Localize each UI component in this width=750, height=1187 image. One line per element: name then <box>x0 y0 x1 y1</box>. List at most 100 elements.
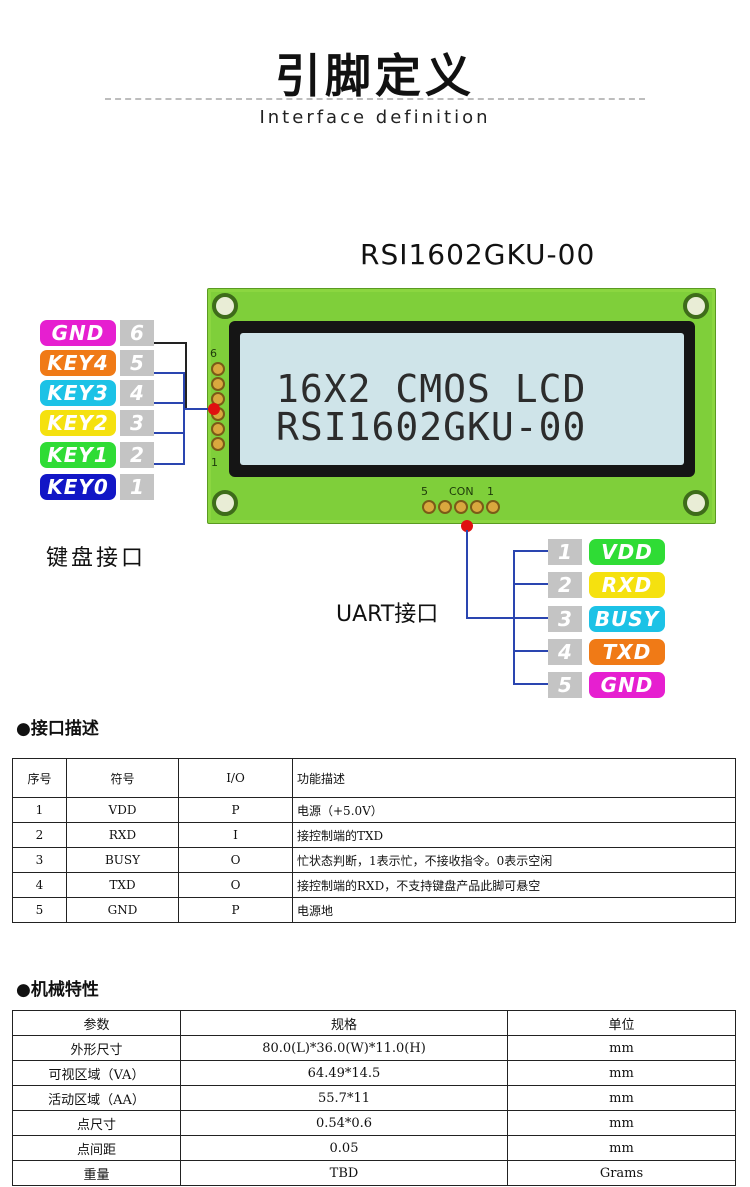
pin-name: VDD <box>601 540 653 564</box>
uart-pin-number: 1 <box>548 539 582 565</box>
table-cell: I <box>178 822 293 848</box>
table-cell: P <box>178 897 293 923</box>
table-row: 2 RXD I 接控制端的TXD <box>12 822 736 848</box>
solder-pad-icon <box>422 500 436 514</box>
keyboard-pin-badge: KEY3 <box>40 380 116 406</box>
pcb-con-pin1-label: 1 <box>487 485 494 498</box>
mounting-hole-icon <box>683 293 709 319</box>
pin-name: GND <box>600 673 654 697</box>
table-cell: mm <box>507 1035 736 1061</box>
wire <box>513 583 548 585</box>
pcb-pin6-label: 6 <box>210 347 217 360</box>
keyboard-pin-badge: KEY0 <box>40 474 116 500</box>
uart-pin-badge: BUSY <box>589 606 665 632</box>
uart-pin-badge: RXD <box>589 572 665 598</box>
pin-name: BUSY <box>594 607 660 631</box>
solder-pad-icon <box>486 500 500 514</box>
table-cell: VDD <box>66 797 179 823</box>
wire <box>183 372 185 465</box>
table-cell: 接控制端的TXD <box>292 822 736 848</box>
wire <box>154 463 184 465</box>
model-name: RSI1602GKU-00 <box>360 238 596 271</box>
uart-pin-badge: GND <box>589 672 665 698</box>
wire <box>154 402 184 404</box>
table-row: 外形尺寸 80.0(L)*36.0(W)*11.0(H) mm <box>12 1035 736 1061</box>
table-cell: TBD <box>180 1160 508 1186</box>
keyboard-pin-badge: KEY4 <box>40 350 116 376</box>
table-cell: 电源地 <box>292 897 736 923</box>
solder-pad-icon <box>454 500 468 514</box>
table-header-row: 参数 规格 单位 <box>12 1010 736 1036</box>
table-cell: 点尺寸 <box>12 1110 181 1136</box>
uart-pin-number: 4 <box>548 639 582 665</box>
keyboard-pin-number: 6 <box>120 320 154 346</box>
table-cell: RXD <box>66 822 179 848</box>
table-row: 5 GND P 电源地 <box>12 897 736 923</box>
solder-pad-icon <box>211 437 225 451</box>
keyboard-pin-number: 1 <box>120 474 154 500</box>
connection-dot-icon <box>208 403 220 415</box>
table-header-row: 序号 符号 I/O 功能描述 <box>12 758 736 798</box>
table-cell: 点间距 <box>12 1135 181 1161</box>
table-cell: 2 <box>12 822 67 848</box>
wire <box>466 617 514 619</box>
table-cell: 3 <box>12 847 67 873</box>
table-cell: 4 <box>12 872 67 898</box>
wire <box>154 432 184 434</box>
uart-pin-number: 3 <box>548 606 582 632</box>
wire <box>154 372 184 374</box>
wire <box>513 683 548 685</box>
wire <box>154 342 186 344</box>
solder-pad-icon <box>470 500 484 514</box>
table-row: 4 TXD O 接控制端的RXD，不支持键盘产品此脚可悬空 <box>12 872 736 898</box>
pin-name: GND <box>51 321 105 345</box>
lcd-line-2: RSI1602GKU-00 <box>276 405 587 449</box>
table-header-cell: 序号 <box>12 758 67 798</box>
wire <box>513 617 548 619</box>
table-cell: O <box>178 847 293 873</box>
keyboard-pin-number: 3 <box>120 410 154 436</box>
interface-table: 序号 符号 I/O 功能描述 1 VDD P 电源（+5.0V） 2 RXD I… <box>12 758 736 923</box>
page-subtitle: Interface definition <box>259 107 491 128</box>
mechanical-section-heading: ●机械特性 <box>16 980 99 1000</box>
table-row: 重量 TBD Grams <box>12 1160 736 1186</box>
wire <box>513 550 548 552</box>
wire <box>513 650 548 652</box>
table-cell: 活动区域（AA） <box>12 1085 181 1111</box>
table-header-cell: 单位 <box>507 1010 736 1036</box>
table-cell: 接控制端的RXD，不支持键盘产品此脚可悬空 <box>292 872 736 898</box>
table-cell: mm <box>507 1085 736 1111</box>
wire <box>466 530 468 618</box>
lcd-line-1: 16X2 CMOS LCD <box>276 367 587 411</box>
uart-interface-label: UART接口 <box>336 602 439 627</box>
keyboard-pin-number: 2 <box>120 442 154 468</box>
table-row: 1 VDD P 电源（+5.0V） <box>12 797 736 823</box>
table-header-cell: 功能描述 <box>292 758 736 798</box>
pin-name: KEY3 <box>47 381 109 405</box>
uart-pin-number: 2 <box>548 572 582 598</box>
table-header-cell: I/O <box>178 758 293 798</box>
title-divider <box>105 98 645 100</box>
table-cell: mm <box>507 1135 736 1161</box>
pin-name: KEY4 <box>47 351 109 375</box>
table-row: 可视区域（VA） 64.49*14.5 mm <box>12 1060 736 1086</box>
solder-pad-icon <box>438 500 452 514</box>
table-cell: 外形尺寸 <box>12 1035 181 1061</box>
table-cell: 可视区域（VA） <box>12 1060 181 1086</box>
wire <box>185 342 187 410</box>
keyboard-pin-badge: KEY2 <box>40 410 116 436</box>
table-row: 活动区域（AA） 55.7*11 mm <box>12 1085 736 1111</box>
keyboard-pin-badge: KEY1 <box>40 442 116 468</box>
mounting-hole-icon <box>683 490 709 516</box>
connection-dot-icon <box>461 520 473 532</box>
table-cell: P <box>178 797 293 823</box>
wire <box>183 408 213 410</box>
solder-pad-icon <box>211 377 225 391</box>
uart-pin-badge: TXD <box>589 639 665 665</box>
table-cell: 80.0(L)*36.0(W)*11.0(H) <box>180 1035 508 1061</box>
table-row: 3 BUSY O 忙状态判断，1表示忙，不接收指令。0表示空闲 <box>12 847 736 873</box>
solder-pad-icon <box>211 422 225 436</box>
mounting-hole-icon <box>212 293 238 319</box>
keyboard-pin-number: 5 <box>120 350 154 376</box>
table-cell: mm <box>507 1110 736 1136</box>
